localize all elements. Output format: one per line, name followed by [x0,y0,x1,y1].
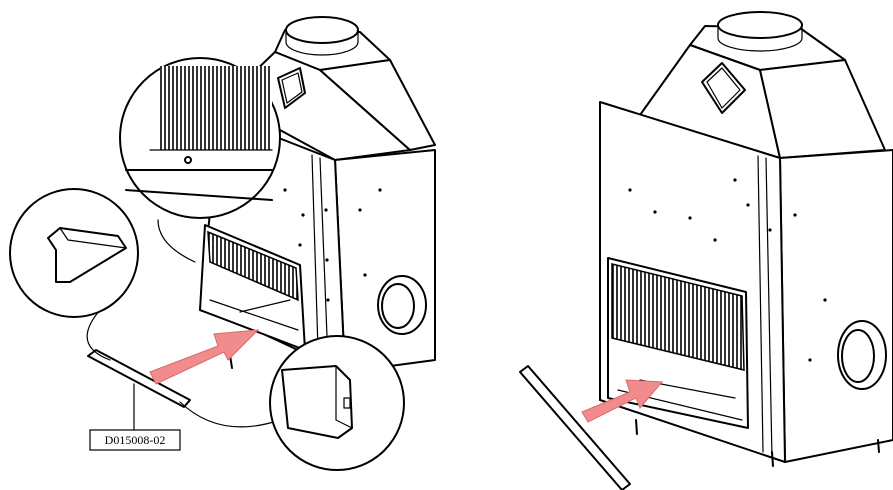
part-label-text: D015008-02 [105,433,166,447]
rivet-dots-right [628,178,827,362]
fireplace-right [519,11,893,490]
detail-circle-left [9,188,139,361]
rivet-dots-left [253,173,382,302]
rail-part-left [87,349,191,408]
part-label: D015008-02 [89,429,181,451]
rail-part-right [519,365,631,490]
insert-arrow-left [149,329,260,385]
detail-circle-bottom-right [179,335,405,471]
detail-circle-top [119,57,281,263]
insert-arrow-right [581,379,664,423]
